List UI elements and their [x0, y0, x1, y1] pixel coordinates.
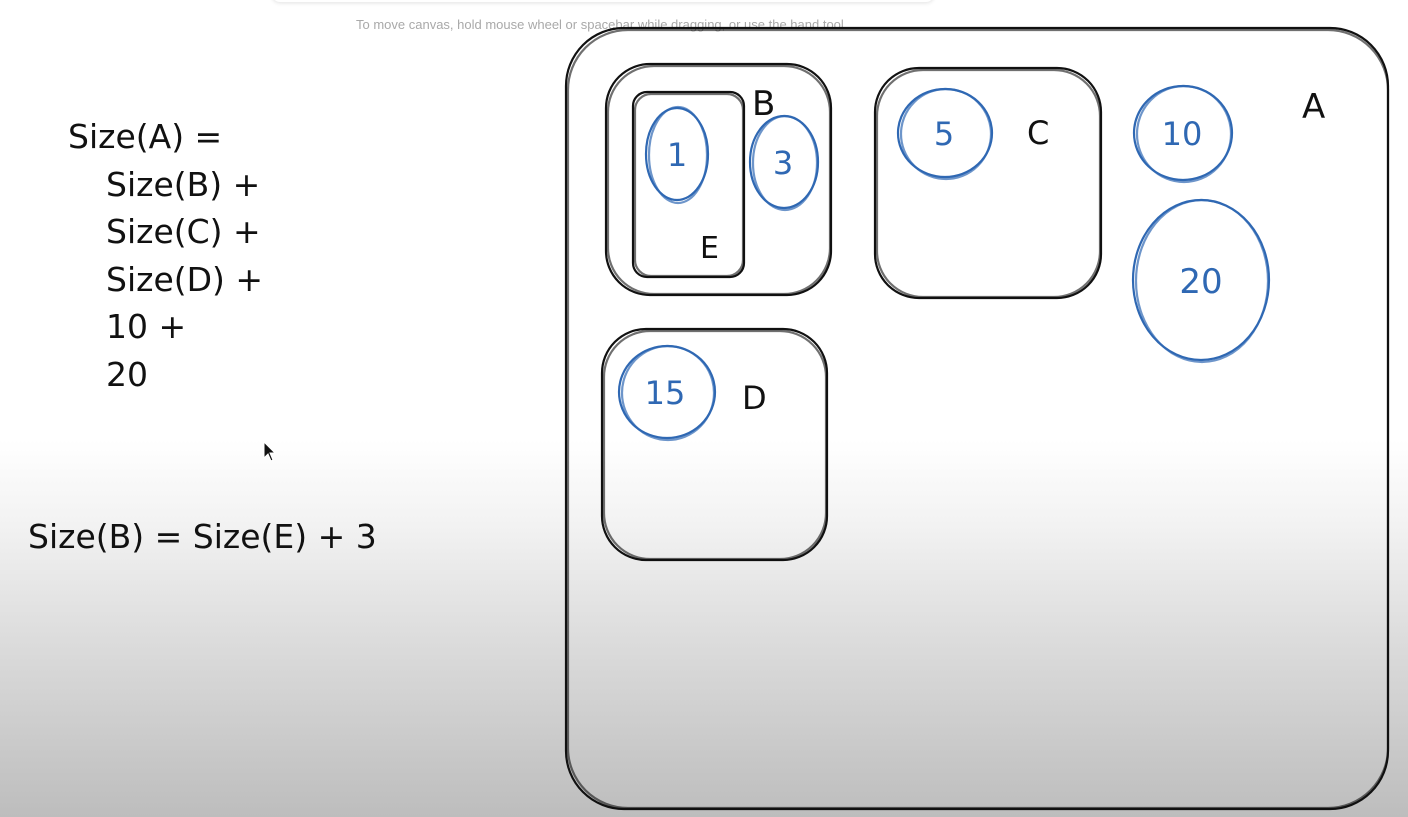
- top-toolbar: [272, 0, 934, 2]
- box-a[interactable]: A: [564, 26, 1390, 811]
- value-3: 3: [773, 144, 793, 182]
- formula-a-line-4: Size(D) +: [106, 260, 263, 299]
- label-e: E: [700, 231, 719, 266]
- label-d: D: [742, 379, 767, 417]
- box-d[interactable]: D: [600, 327, 829, 562]
- circle-value-1[interactable]: 1: [644, 105, 710, 205]
- box-c[interactable]: C: [873, 66, 1103, 300]
- circle-value-5[interactable]: 5: [896, 87, 994, 181]
- label-c: C: [1027, 114, 1049, 152]
- formula-a-line-3: Size(C) +: [106, 212, 261, 251]
- circle-value-20[interactable]: 20: [1131, 198, 1271, 364]
- box-e[interactable]: E: [631, 90, 746, 279]
- label-a: A: [1302, 87, 1325, 127]
- circle-value-3[interactable]: 3: [748, 114, 820, 212]
- circle-value-10[interactable]: 10: [1132, 84, 1234, 184]
- value-5: 5: [934, 115, 954, 153]
- circle-value-15[interactable]: 15: [617, 344, 717, 442]
- value-1: 1: [667, 136, 687, 174]
- formula-a-line-1: Size(A) =: [68, 117, 222, 156]
- box-b[interactable]: B: [604, 62, 833, 297]
- formula-size-a[interactable]: Size(A) = Size(B) + Size(C) + Size(D) + …: [68, 117, 263, 394]
- formula-a-line-2: Size(B) +: [106, 165, 260, 204]
- formula-size-b[interactable]: Size(B) = Size(E) + 3: [28, 517, 377, 556]
- value-10: 10: [1162, 115, 1203, 153]
- mouse-cursor-icon: [263, 440, 277, 462]
- formula-a-line-6: 20: [106, 355, 148, 394]
- value-15: 15: [645, 374, 686, 412]
- value-20: 20: [1179, 262, 1222, 302]
- label-b: B: [752, 84, 775, 124]
- formula-a-line-5: 10 +: [106, 307, 186, 346]
